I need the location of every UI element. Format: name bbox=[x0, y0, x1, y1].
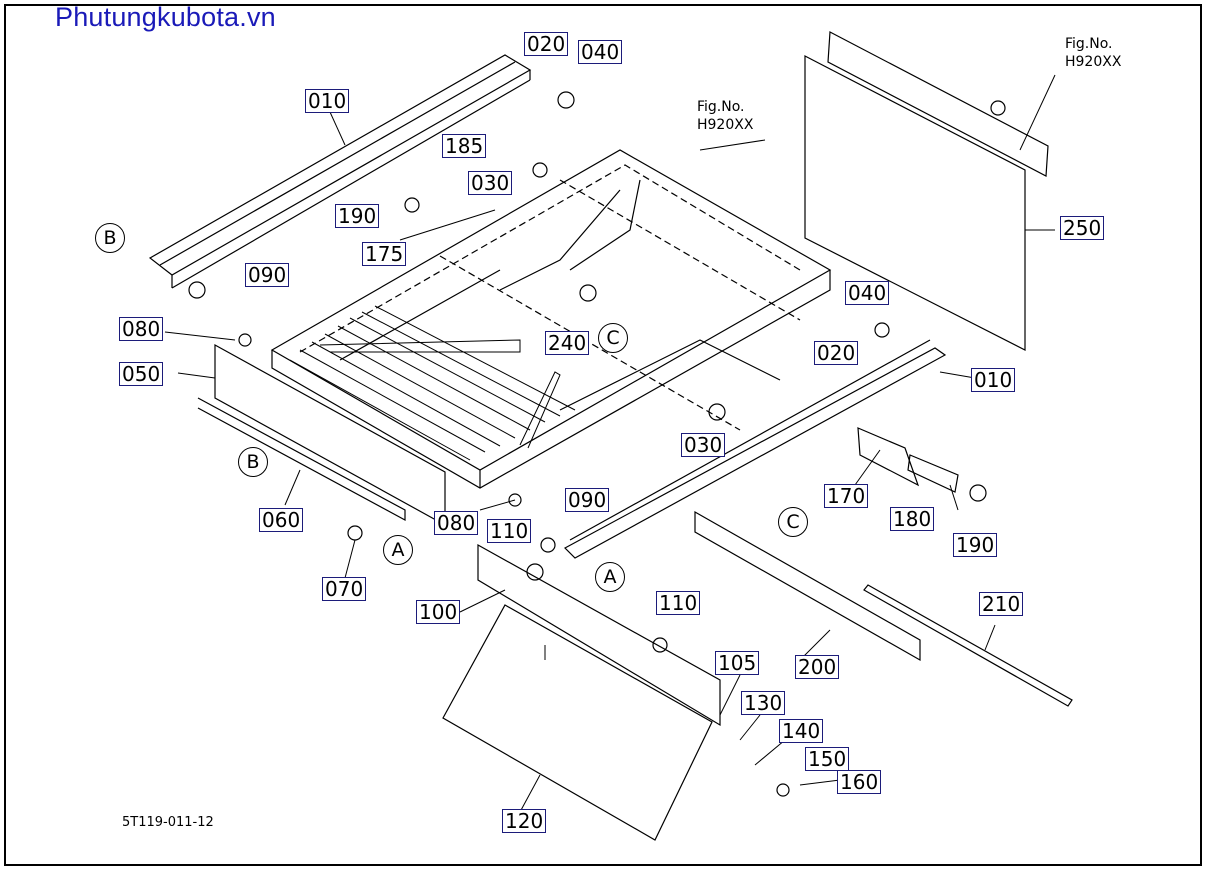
part-label-110[interactable]: 110 bbox=[487, 519, 532, 543]
part-label-190[interactable]: 190 bbox=[953, 533, 998, 557]
fig-ref-center[interactable]: Fig.No. H920XX bbox=[697, 98, 753, 134]
strip-210 bbox=[863, 584, 1073, 707]
part-label-140[interactable]: 140 bbox=[779, 719, 824, 743]
part-label-010[interactable]: 010 bbox=[305, 89, 350, 113]
part-label-020[interactable]: 020 bbox=[814, 341, 859, 365]
part-label-100[interactable]: 100 bbox=[416, 600, 461, 624]
part-label-240[interactable]: 240 bbox=[545, 331, 590, 355]
frame-outline bbox=[270, 149, 832, 489]
part-label-040[interactable]: 040 bbox=[578, 40, 623, 64]
part-label-080[interactable]: 080 bbox=[119, 317, 164, 341]
fig-ref-label: Fig.No. bbox=[1065, 36, 1113, 52]
part-label-160[interactable]: 160 bbox=[837, 770, 882, 794]
part-label-070[interactable]: 070 bbox=[322, 577, 367, 601]
guard-100 bbox=[442, 543, 721, 841]
fig-ref-label: Fig.No. bbox=[697, 99, 745, 115]
part-label-090[interactable]: 090 bbox=[245, 263, 290, 287]
fasteners bbox=[188, 91, 1006, 797]
part-label-050[interactable]: 050 bbox=[119, 362, 164, 386]
fig-ref-number: H920XX bbox=[1065, 54, 1122, 70]
part-label-250[interactable]: 250 bbox=[1060, 216, 1105, 240]
part-label-190[interactable]: 190 bbox=[335, 204, 380, 228]
part-label-030[interactable]: 030 bbox=[468, 171, 513, 195]
part-label-130[interactable]: 130 bbox=[741, 691, 786, 715]
part-label-040[interactable]: 040 bbox=[845, 281, 890, 305]
ref-marker-b[interactable]: B bbox=[95, 223, 125, 253]
part-label-110[interactable]: 110 bbox=[656, 591, 701, 615]
bracket-170-180 bbox=[857, 427, 959, 493]
part-label-150[interactable]: 150 bbox=[805, 747, 850, 771]
floor-slats bbox=[289, 305, 576, 461]
part-label-080[interactable]: 080 bbox=[434, 511, 479, 535]
part-label-210[interactable]: 210 bbox=[979, 592, 1024, 616]
diagram-border bbox=[4, 4, 1202, 866]
fig-ref-upper-right[interactable]: Fig.No. H920XX bbox=[1065, 35, 1121, 71]
rail-010-left bbox=[148, 54, 532, 289]
part-label-090[interactable]: 090 bbox=[565, 488, 610, 512]
part-label-180[interactable]: 180 bbox=[890, 507, 935, 531]
rail-010-right bbox=[564, 339, 947, 559]
leader-lines bbox=[164, 74, 1056, 813]
part-label-060[interactable]: 060 bbox=[259, 508, 304, 532]
ref-marker-c[interactable]: C bbox=[778, 507, 808, 537]
part-label-185[interactable]: 185 bbox=[442, 134, 487, 158]
ref-marker-c[interactable]: C bbox=[598, 323, 628, 353]
part-label-200[interactable]: 200 bbox=[795, 655, 840, 679]
panel-250 bbox=[804, 31, 1049, 351]
part-label-175[interactable]: 175 bbox=[362, 242, 407, 266]
part-label-170[interactable]: 170 bbox=[824, 484, 869, 508]
ref-marker-a[interactable]: A bbox=[595, 562, 625, 592]
ref-marker-a[interactable]: A bbox=[383, 535, 413, 565]
part-label-120[interactable]: 120 bbox=[502, 809, 547, 833]
part-label-105[interactable]: 105 bbox=[715, 651, 760, 675]
part-label-010[interactable]: 010 bbox=[971, 368, 1016, 392]
ref-marker-b[interactable]: B bbox=[238, 447, 268, 477]
guard-200 bbox=[694, 510, 921, 662]
diagram-code: 5T119-011-12 bbox=[122, 815, 214, 830]
fig-ref-number: H920XX bbox=[697, 117, 754, 133]
watermark-text: Phutungkubota.vn bbox=[55, 2, 276, 32]
part-label-030[interactable]: 030 bbox=[681, 433, 726, 457]
part-label-020[interactable]: 020 bbox=[524, 32, 569, 56]
